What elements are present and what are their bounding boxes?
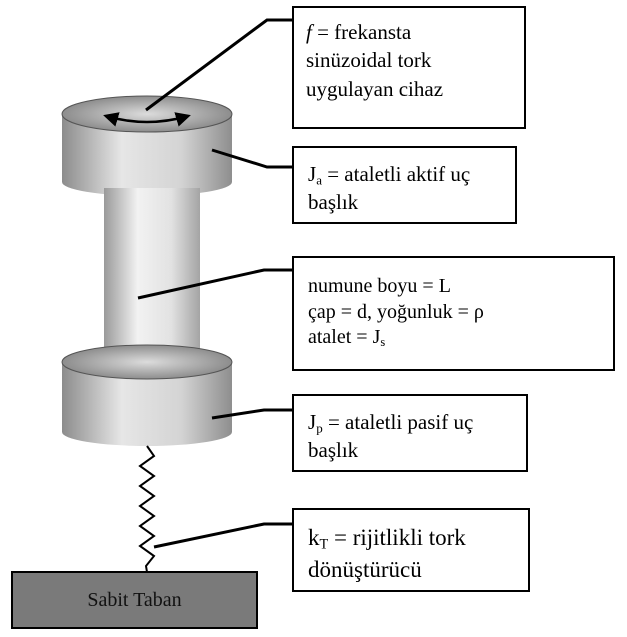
fixed-base (11, 571, 258, 629)
transducer-label-line-1: kT = rijitlikli tork (308, 522, 518, 554)
active-cap-label-box: Ja = ataletli aktif uç başlık (292, 146, 517, 224)
transducer-label-box: kT = rijitlikli tork dönüştürücü (292, 508, 530, 592)
passive-end-cap (61, 344, 233, 446)
passive-cap-label-line-1-text: = ataletli pasif uç (322, 410, 474, 434)
transducer-label-line-1-text: = rijitlikli tork (328, 525, 466, 550)
device-label-box: f = frekansta sinüzoidal tork uygulayan … (292, 6, 526, 129)
torque-arrow-icon (103, 112, 191, 127)
stiffness-symbol: k (308, 525, 320, 550)
active-cap-label-line-1: Ja = ataletli aktif uç (308, 160, 505, 188)
active-cap-label-line-2: başlık (308, 190, 359, 215)
leader-line-device (145, 18, 292, 112)
stiffness-subscript: T (319, 536, 329, 553)
leader-line-active-cap (211, 148, 292, 169)
passive-cap-subscript: p (316, 420, 323, 436)
leader-line-sample (137, 268, 292, 300)
transducer-label-line-2: dönüştürücü (308, 557, 422, 583)
passive-cap-symbol: J (308, 410, 317, 434)
sample-label-line-2: çap = d, yoğunluk = ρ (308, 300, 484, 323)
active-cap-label-line-1-text: = ataletli aktif uç (321, 162, 471, 186)
leader-line-spring (153, 522, 292, 549)
passive-end-cap-bottom-rim (62, 418, 232, 446)
torque-transducer-spring (138, 445, 156, 573)
sample-label-line-3-text: atalet = J (308, 326, 381, 349)
active-end-cap-top-face (61, 95, 233, 133)
sample-label-line-1: numune boyu = L (308, 275, 451, 297)
device-label-line-2: sinüzoidal tork (306, 48, 432, 73)
passive-cap-label-line-2: başlık (308, 438, 359, 463)
fixed-base-label: Sabit Taban (87, 588, 182, 611)
sample-label-line-3: atalet = Js (308, 325, 603, 351)
passive-cap-label-box: Jp = ataletli pasif uç başlık (292, 394, 528, 472)
device-label-line-3: uygulayan cihaz (306, 76, 444, 101)
sample-cylinder-body (104, 188, 200, 356)
sample-cylinder (104, 188, 200, 356)
device-label-line-1-text: = frekansta (311, 20, 412, 44)
sample-label-box: numune boyu = L çap = d, yoğunluk = ρ at… (292, 256, 615, 371)
active-cap-symbol: J (308, 162, 317, 186)
active-cap-subscript: a (316, 172, 322, 188)
device-label-line-1: f = frekansta (306, 18, 514, 46)
leader-lines (137, 18, 292, 549)
passive-cap-label-line-1: Jp = ataletli pasif uç (308, 408, 516, 436)
passive-end-cap-top-face (61, 344, 233, 380)
leader-line-passive-cap (211, 408, 292, 420)
sample-inertia-subscript: s (380, 335, 386, 350)
frequency-symbol: f (306, 20, 312, 44)
